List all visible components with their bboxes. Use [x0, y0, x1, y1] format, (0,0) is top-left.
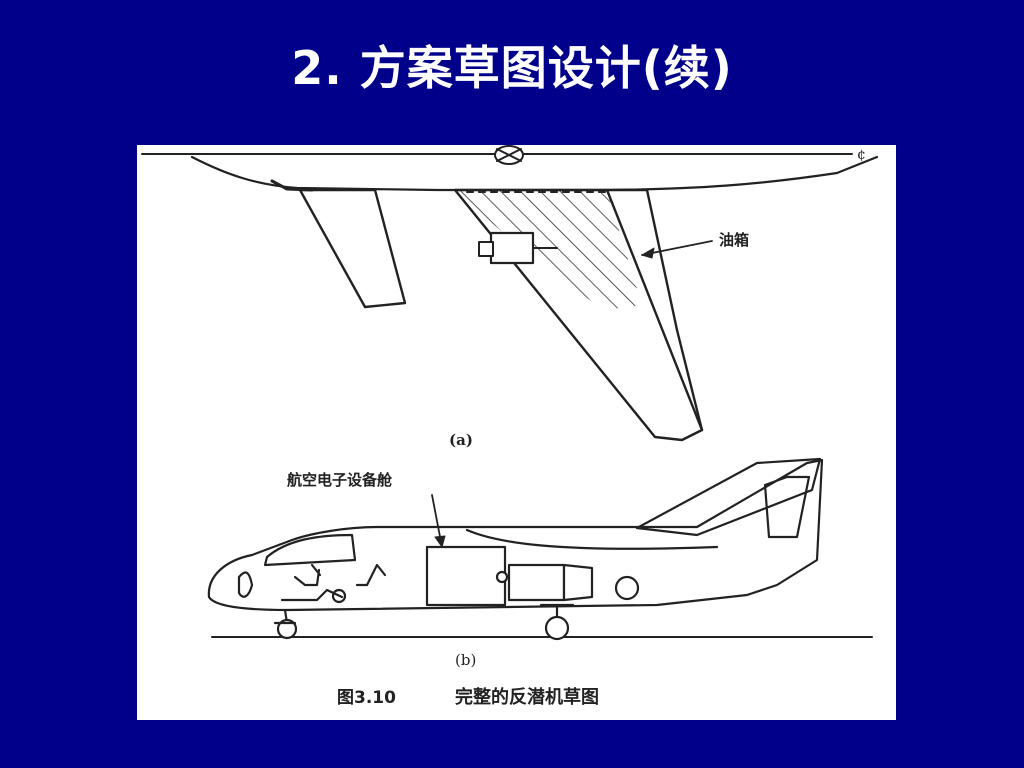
caption-b: (b) [455, 651, 476, 669]
fuel-tank-label: 油箱 [719, 231, 749, 249]
slide-title: 2. 方案草图设计(续) [291, 41, 733, 95]
nose-junction [270, 179, 314, 192]
figure-number: 图3.10 [337, 688, 396, 708]
figure-caption: 完整的反潜机草图 [455, 686, 599, 708]
avionics-bay-label: 航空电子设备舱 [287, 471, 393, 489]
figure-panel: 油箱 ¢ (a) [137, 145, 896, 720]
canopy [263, 533, 357, 567]
main-gear [539, 603, 575, 641]
fuselage-top-outline [190, 155, 879, 192]
fuselage-side [207, 458, 824, 612]
vertical-tail [635, 457, 822, 537]
side-view [207, 457, 873, 641]
console-dial [331, 588, 347, 604]
crew-seat-front [293, 563, 322, 587]
fuel-tank-callout-arrow [641, 240, 713, 259]
crew-seat-rear [355, 563, 387, 587]
rudder-panel [763, 475, 811, 539]
wing-side-profile [465, 528, 719, 550]
fuel-tank-hatch [459, 191, 642, 310]
aircraft-sketch: 油箱 ¢ (a) [141, 145, 879, 708]
avionics-callout-arrow [431, 494, 446, 548]
forward-wing [298, 188, 407, 309]
top-view [141, 145, 879, 442]
main-wing-trailing [605, 188, 704, 432]
nose-windows [237, 571, 254, 598]
main-wing [453, 188, 704, 442]
centerline-mark: ¢ [857, 147, 866, 163]
propeller-hub-icon [494, 145, 524, 165]
engine-nacelle-top [478, 231, 558, 265]
rear-gear [614, 575, 640, 601]
caption-a: (a) [449, 431, 473, 449]
engine-nacelle-side [495, 563, 594, 602]
nose-gear [273, 608, 298, 640]
avionics-bay [425, 545, 507, 607]
